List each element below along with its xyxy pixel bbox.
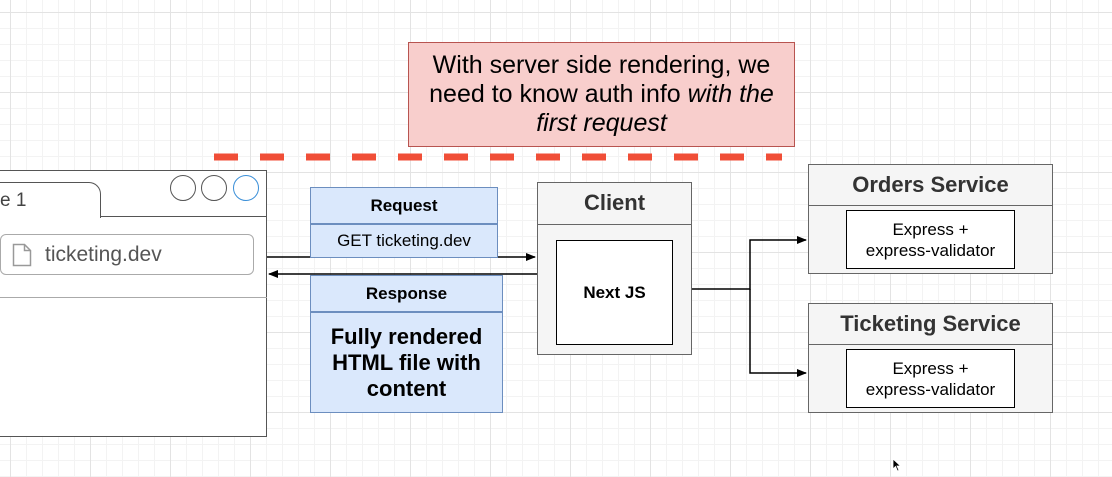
- ticketing-service-title: Ticketing Service: [808, 303, 1053, 345]
- orders-service-title: Orders Service: [808, 164, 1053, 206]
- response-body: Fully rendered HTML file with content: [310, 312, 503, 413]
- orders-service-inner: Express + express-validator: [846, 210, 1015, 269]
- browser-tab[interactable]: [0, 182, 101, 218]
- orders-connector-arrow: [692, 236, 807, 290]
- window-control-icon[interactable]: [233, 175, 259, 201]
- orders-inner-line-2: express-validator: [865, 240, 996, 260]
- response-body-line-2: HTML file with: [332, 349, 481, 375]
- address-bar-url: ticketing.dev: [45, 243, 162, 266]
- orders-inner-line-1: Express +: [892, 219, 969, 239]
- nextjs-box: Next JS: [556, 240, 673, 345]
- tab-bar-divider: [101, 216, 267, 217]
- response-body-line-3: content: [366, 375, 447, 401]
- ssr-note: With server side rendering, we need to k…: [408, 42, 795, 147]
- window-control-icon[interactable]: [170, 175, 196, 201]
- browser-content-divider: [0, 297, 267, 298]
- document-icon: [12, 243, 32, 267]
- browser-tab-label: e 1: [0, 190, 27, 211]
- note-line-2-italic: with the: [687, 80, 774, 108]
- ticketing-inner-line-1: Express +: [892, 358, 969, 378]
- note-line-3: first request: [536, 109, 667, 138]
- response-body-line-1: Fully rendered: [330, 323, 483, 349]
- ticketing-connector-arrow: [749, 289, 807, 377]
- note-line-2-plain: need to know auth info: [429, 80, 688, 108]
- ticketing-service-inner: Express + express-validator: [846, 349, 1015, 408]
- note-line-2: need to know auth info with the: [429, 80, 774, 109]
- response-title: Response: [310, 275, 503, 312]
- ticketing-inner-line-2: express-validator: [865, 379, 996, 399]
- window-control-icon[interactable]: [201, 175, 227, 201]
- note-line-3-italic: first request: [536, 109, 667, 137]
- request-body: GET ticketing.dev: [310, 224, 498, 258]
- client-title: Client: [537, 182, 692, 225]
- request-title: Request: [310, 187, 498, 224]
- note-line-1: With server side rendering, we: [432, 51, 771, 79]
- cursor-icon: [892, 458, 902, 472]
- address-bar[interactable]: [0, 234, 254, 275]
